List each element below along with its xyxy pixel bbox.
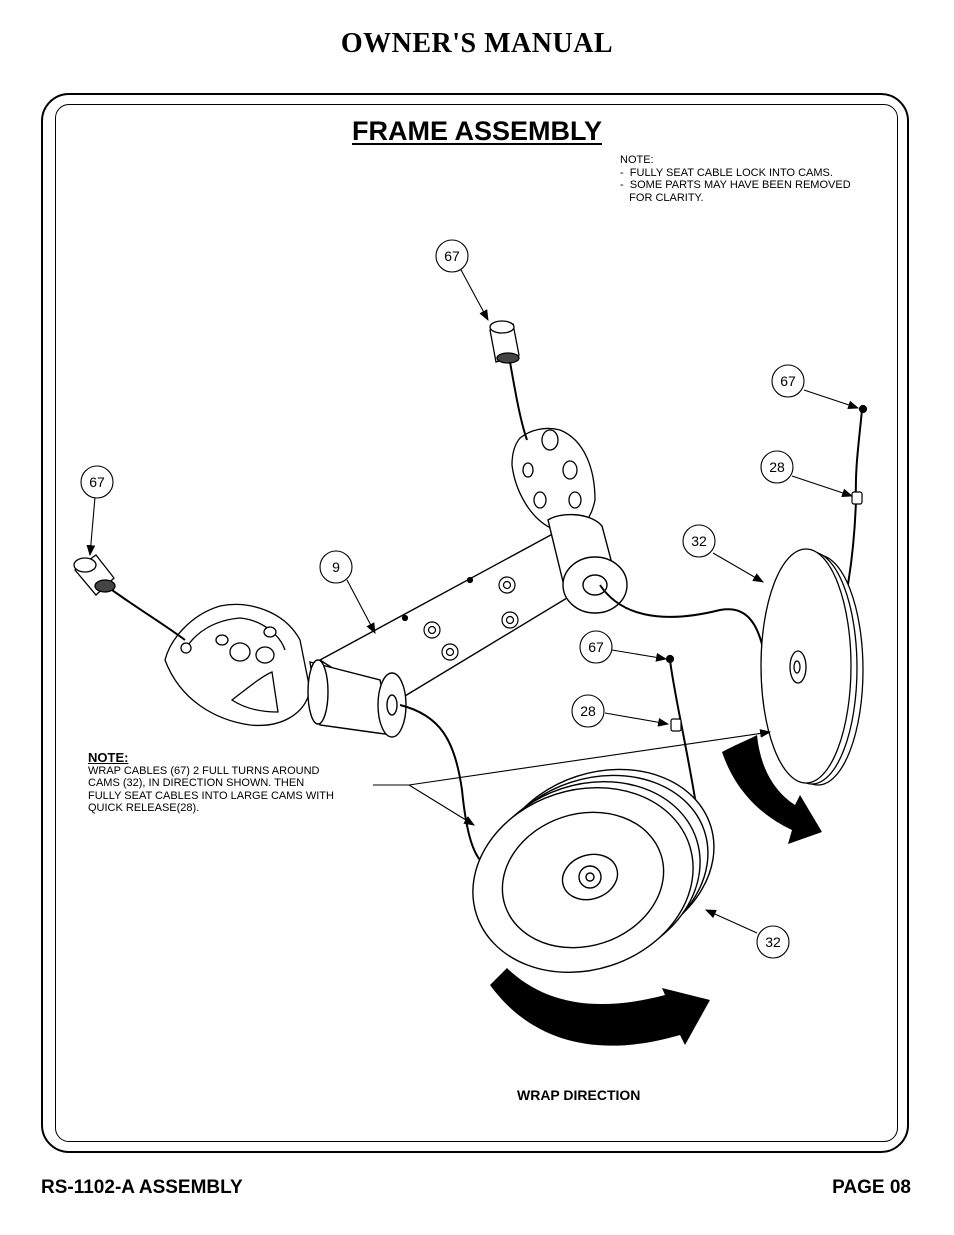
callout-28-middle: 28	[571, 694, 605, 728]
callout-67-top: 67	[435, 239, 469, 273]
callout-67-upper-right: 67	[771, 364, 805, 398]
footer-page-number: PAGE 08	[832, 1177, 911, 1198]
top-note-line: - FULLY SEAT CABLE LOCK INTO CAMS.	[620, 166, 833, 179]
callout-67-top-label: 67	[444, 248, 460, 264]
leader-lines	[86, 267, 860, 934]
callout-9: 9	[319, 550, 353, 584]
upper-cam-plate	[511, 427, 596, 532]
inner-frame-border	[55, 104, 898, 1142]
footer-model-assembly: RS-1102-A ASSEMBLY	[41, 1177, 243, 1198]
callout-67-upper-right-label: 67	[780, 373, 796, 389]
quick-release-pins	[665, 404, 868, 732]
wrap-note-line: FULLY SEAT CABLES INTO LARGE CAMS WITH	[88, 789, 334, 802]
cam-lower	[472, 768, 715, 974]
wrap-note-line: CAMS (32), IN DIRECTION SHOWN. THEN	[88, 777, 305, 789]
main-frame-arm	[307, 513, 628, 738]
callout-9-label: 9	[332, 559, 340, 575]
section-title: FRAME ASSEMBLY	[351, 116, 603, 146]
outer-frame-border	[41, 93, 909, 1153]
top-note: NOTE: - FULLY SEAT CABLE LOCK INTO CAMS.…	[620, 154, 851, 204]
callout-67-middle-label: 67	[588, 639, 604, 655]
top-note-line: - SOME PARTS MAY HAVE BEEN REMOVED	[620, 179, 851, 191]
cam-upper-right	[760, 548, 864, 786]
cable-end-left	[73, 554, 116, 596]
callout-67-middle: 67	[579, 630, 613, 664]
top-note-line: NOTE:	[620, 154, 654, 166]
callout-32-upper-label: 32	[691, 533, 707, 549]
callout-28-middle-label: 28	[580, 703, 596, 719]
page-header-title: OWNER'S MANUAL	[340, 28, 614, 59]
top-note-line: FOR CLARITY.	[620, 191, 704, 204]
callout-28-upper-label: 28	[769, 459, 785, 475]
cable-end-top	[489, 320, 520, 364]
wrap-direction-label: WRAP DIRECTION	[517, 1087, 641, 1103]
wrap-arrow-right	[722, 735, 822, 844]
wrap-note-heading: NOTE:	[88, 750, 129, 765]
left-cam-bracket	[164, 603, 311, 727]
wrap-cables-note: NOTE: WRAP CABLES (67) 2 FULL TURNS AROU…	[88, 750, 334, 815]
callout-67-left-label: 67	[89, 474, 105, 490]
arm-bolts	[401, 576, 519, 661]
callout-32-upper: 32	[682, 524, 716, 558]
wrap-arrow-bottom	[490, 968, 710, 1046]
callout-32-lower: 32	[756, 925, 790, 959]
callout-28-upper: 28	[760, 450, 794, 484]
wrap-note-line: QUICK RELEASE(28).	[88, 802, 200, 814]
callout-67-left: 67	[80, 465, 114, 499]
callout-32-lower-label: 32	[765, 934, 781, 950]
wrap-note-line: WRAP CABLES (67) 2 FULL TURNS AROUND	[88, 764, 320, 777]
